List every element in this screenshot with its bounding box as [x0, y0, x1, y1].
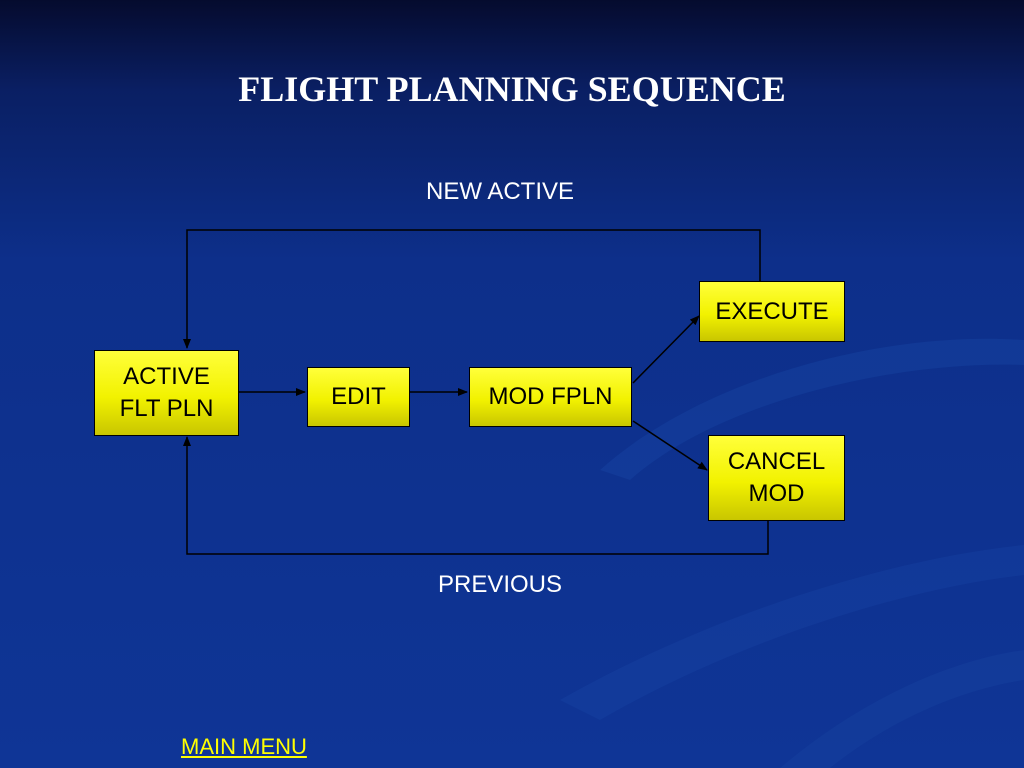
main-menu-link[interactable]: MAIN MENU [181, 734, 307, 759]
mod-fpln-box: MOD FPLN [469, 367, 632, 427]
arrow-mod-to-cancel [632, 420, 708, 471]
execute-box: EXECUTE [699, 281, 845, 342]
page-title: FLIGHT PLANNING SEQUENCE [238, 69, 786, 109]
new-active-label: NEW ACTIVE [425, 178, 575, 205]
active-flt-pln-box: ACTIVE FLT PLN [94, 350, 239, 436]
loop-execute-to-active [183, 229, 761, 349]
cancel-mod-box: CANCEL MOD [708, 435, 845, 521]
loop-cancel-to-active [183, 436, 769, 555]
active-flt-pln-label: ACTIVE FLT PLN [119, 363, 214, 422]
previous-label: PREVIOUS [437, 571, 563, 598]
edit-box: EDIT [307, 367, 410, 427]
cancel-mod-label: CANCEL MOD [727, 448, 826, 507]
edit-label: EDIT [331, 383, 386, 410]
mod-fpln-label: MOD FPLN [488, 383, 613, 410]
arrow-mod-to-execute [632, 315, 700, 384]
execute-label: EXECUTE [715, 297, 829, 325]
